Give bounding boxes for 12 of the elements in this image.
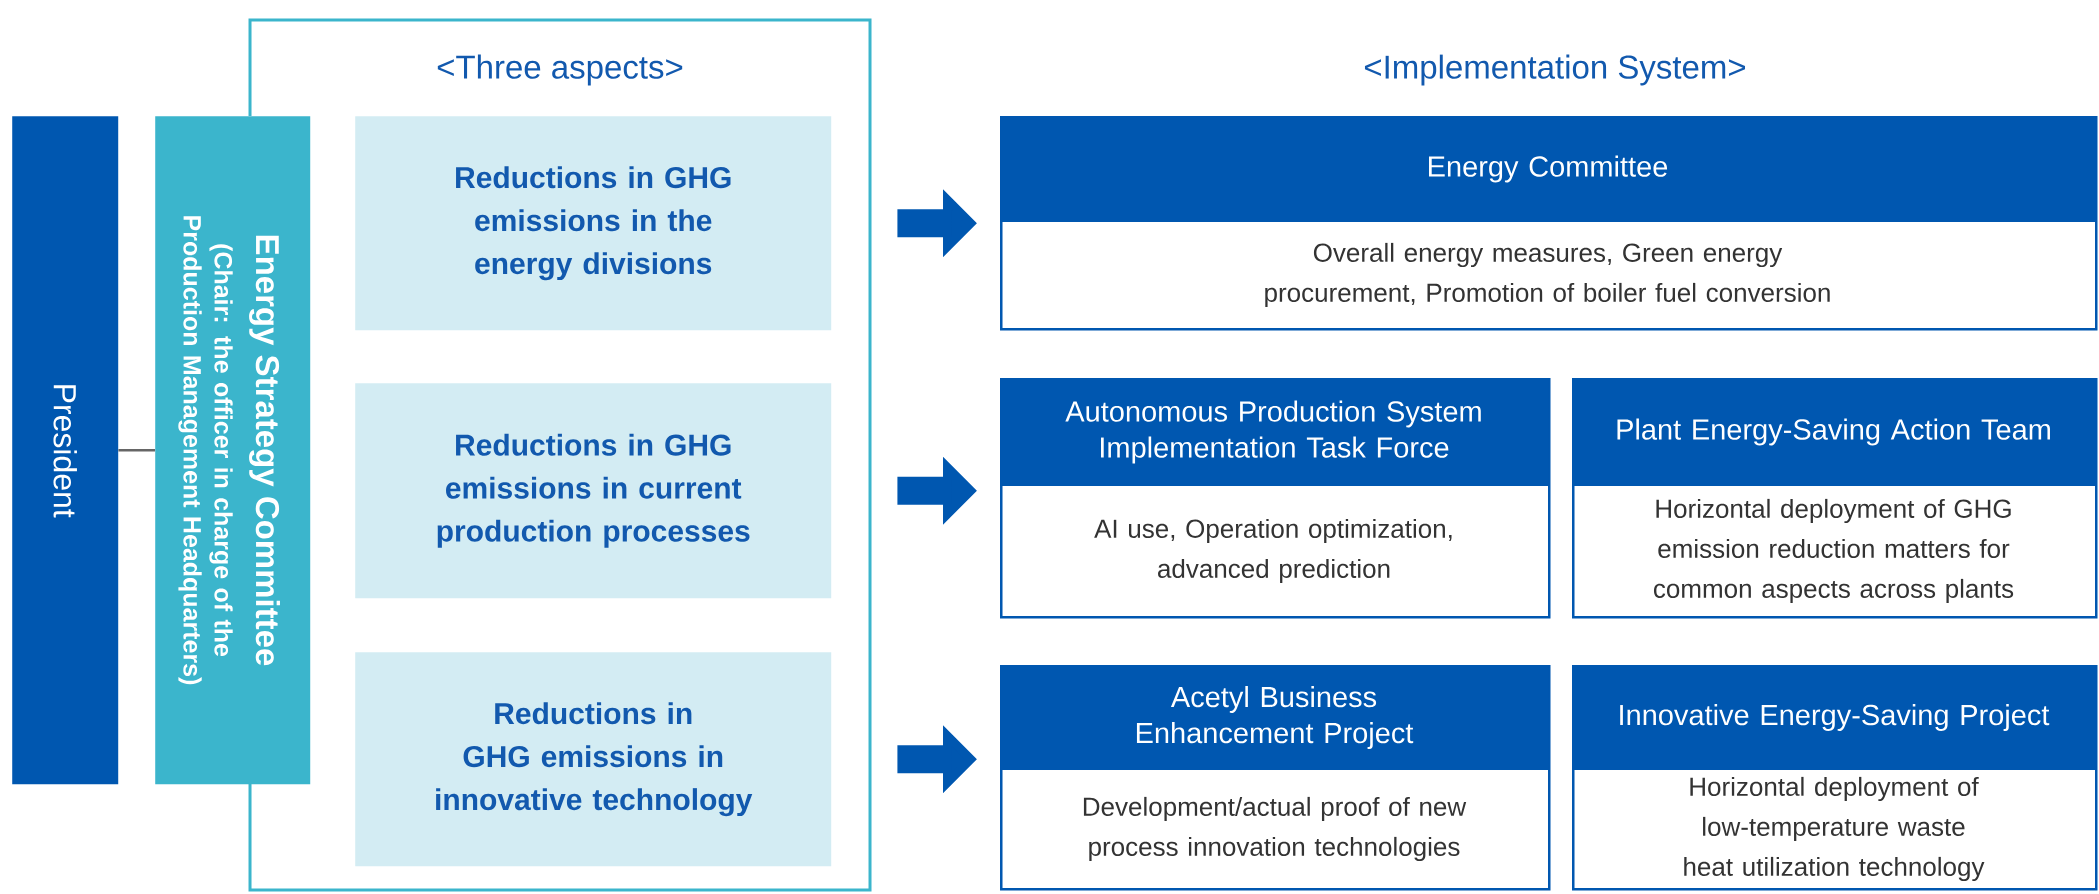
- team-box: Energy Committee Overall energy measures, Green energy procurement, Promotion of boiler fuel conversion: [1000, 116, 2098, 331]
- team-box: Acetyl Business Enhancement Project Development/actual proof of new process innovation technologies: [1000, 665, 1551, 891]
- president-box: President: [12, 116, 119, 785]
- aspect-box: Reductions in GHG emissions in innovative technology: [355, 652, 832, 867]
- aspect-box: Reductions in GHG emissions in current production processes: [355, 383, 832, 599]
- team-box: Plant Energy-Saving Action Team Horizontal deployment of GHG emission reduction matters for common aspects across plants: [1572, 378, 2098, 619]
- aspect-box: Reductions in GHG emissions in the energy divisions: [355, 116, 832, 331]
- section-heading: <Implementation System>: [1364, 54, 1745, 86]
- connector-line: [118, 448, 155, 452]
- team-box: Innovative Energy-Saving Project Horizontal deployment of low-temperature waste heat utilization technology: [1572, 665, 2098, 891]
- committee-box: Energy Strategy Committee (Chair: the officer in charge of the Production Management Headquarters): [155, 116, 311, 785]
- team-box: Autonomous Production System Implementation Task Force AI use, Operation optimization, advanced prediction: [1000, 378, 1551, 619]
